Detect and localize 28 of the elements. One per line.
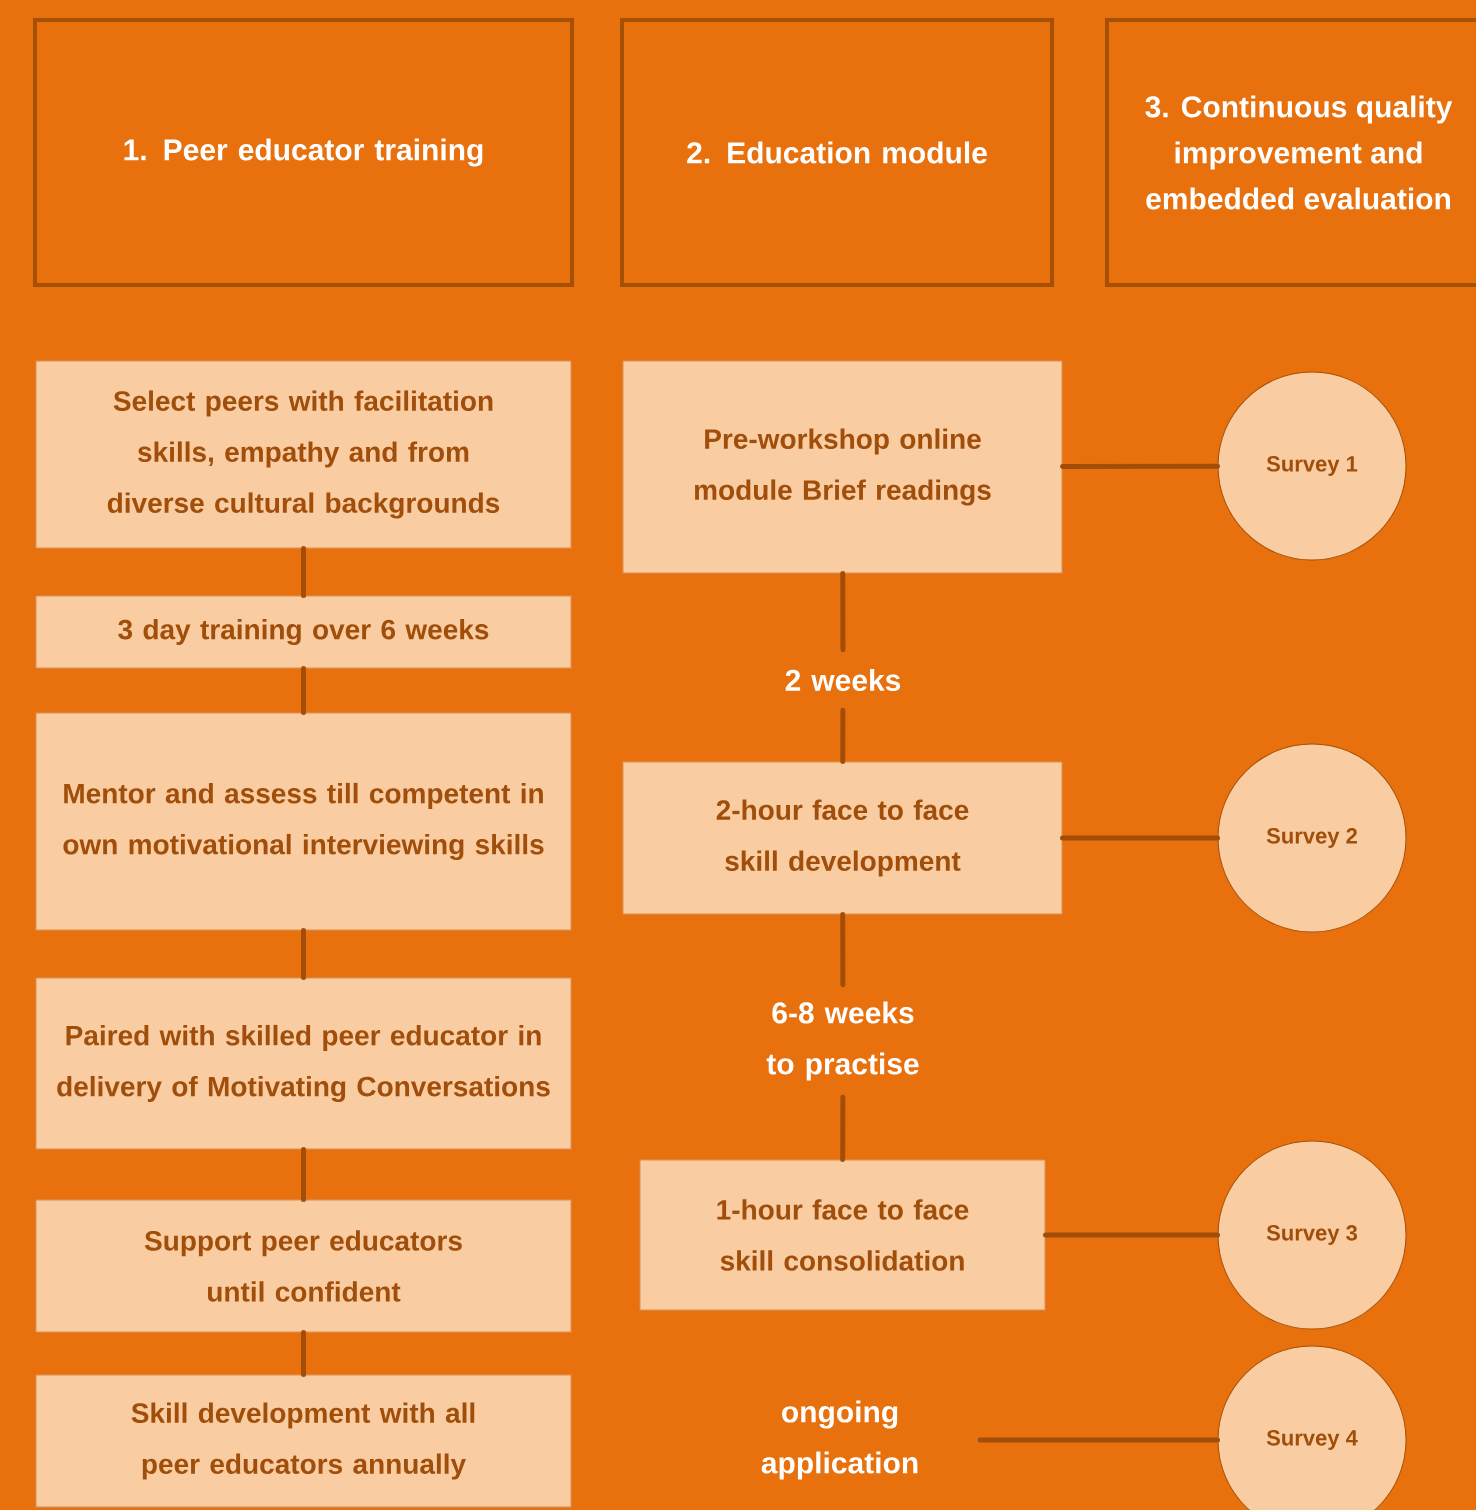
connector-line [840, 912, 846, 988]
connector-line [840, 571, 846, 653]
step-box: 2-hour face to face skill development [622, 761, 1063, 915]
connector-line [301, 928, 306, 980]
step-box: Select peers with facilitation skills, empathy and from diverse cultural backgrounds [35, 360, 572, 549]
connector-line [1060, 463, 1220, 470]
step-box: 1-hour face to face skill consolidation [639, 1159, 1046, 1311]
step-box: Mentor and assess till competent in own motivational interviewing skills [35, 712, 572, 931]
step-box: Pre-workshop online module Brief readings [622, 360, 1063, 574]
heading-box: 2. Education module [620, 18, 1054, 287]
connector-line [301, 1330, 306, 1377]
interval-label: 6-8 weeks to practise [766, 1001, 919, 1081]
connector-line [301, 1147, 306, 1202]
step-box: 3 day training over 6 weeks [35, 595, 572, 669]
interval-label: ongoing application [761, 1400, 918, 1480]
connector-line [977, 1437, 1220, 1443]
step-box: Paired with skilled peer educator in delivery of Motivating Conversations [35, 977, 572, 1150]
connector-line [840, 707, 846, 764]
connector-line [301, 666, 306, 715]
heading-box: 1. Peer educator training [33, 18, 574, 287]
connector-line [1043, 1232, 1220, 1238]
heading-box: 3. Continuous quality improvement and embedded evaluation [1105, 18, 1476, 287]
connector-line [301, 546, 306, 598]
interval-label: 2 weeks [785, 669, 901, 692]
connector-line [1060, 835, 1220, 841]
step-box: Skill development with all peer educators annually [35, 1374, 572, 1508]
step-box: Support peer educators until confident [35, 1199, 572, 1333]
connector-line [840, 1094, 846, 1162]
